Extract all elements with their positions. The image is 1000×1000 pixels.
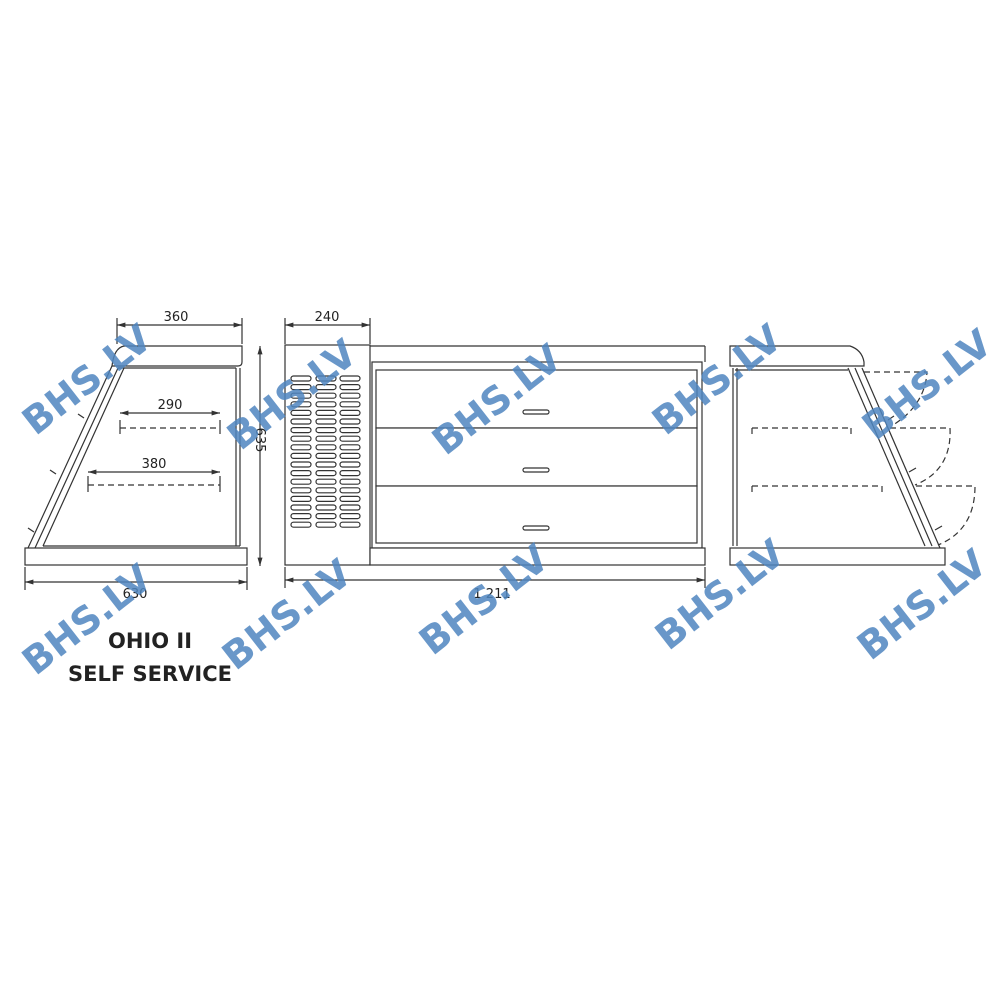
grille-slot — [339, 401, 361, 408]
grille-slot — [339, 487, 361, 494]
grille-slot — [339, 452, 361, 459]
watermark-text: BHS.LV — [214, 551, 361, 679]
grille-slot — [290, 487, 312, 494]
shelf-lower-dimension: 380 — [142, 457, 167, 472]
total-length-dimension: 1 211 — [473, 587, 510, 602]
door-swing-arcs — [864, 371, 976, 546]
grille-slot — [290, 401, 312, 408]
ventilation-grille — [290, 375, 361, 528]
grille-slot — [315, 512, 337, 520]
grille-slot — [339, 461, 361, 468]
right-side-view — [729, 345, 976, 566]
left-side-view: 290 380 360 630 635 — [24, 310, 267, 602]
grille-slot — [315, 392, 337, 399]
grille-slot — [339, 384, 361, 391]
drawer-handle — [522, 409, 550, 415]
grille-slot — [290, 495, 312, 502]
grille-slot — [339, 495, 361, 502]
model-subtitle: SELF SERVICE — [68, 662, 232, 686]
grille-slot — [290, 435, 312, 442]
grille-slot — [315, 384, 337, 391]
grille-slot — [315, 418, 337, 425]
grille-slot — [290, 392, 312, 399]
grille-slot — [339, 512, 361, 520]
grille-slot — [315, 409, 337, 416]
grille-slot — [339, 375, 361, 382]
shelf-upper-dimension: 290 — [158, 398, 183, 413]
grille-slot — [339, 435, 361, 442]
grille-slot — [339, 427, 361, 434]
grille-slot — [339, 470, 361, 477]
grille-slot — [315, 427, 337, 434]
grille-slot — [315, 435, 337, 442]
grille-slot — [290, 461, 312, 468]
grille-slot — [290, 444, 312, 451]
grille-slot — [290, 418, 312, 425]
top-width-dimension: 360 — [164, 310, 189, 325]
grille-slot — [315, 504, 337, 511]
grille-slot — [315, 444, 337, 451]
model-name: OHIO II — [108, 629, 192, 653]
drawer-1 — [375, 369, 698, 429]
grille-slot — [339, 392, 361, 399]
grille-slot — [339, 521, 361, 528]
base-width-dimension: 630 — [123, 587, 148, 602]
front-view: 240 1 211 — [284, 310, 706, 602]
grille-slot — [339, 444, 361, 451]
grille-slot — [339, 418, 361, 425]
grille-slot — [339, 478, 361, 485]
watermark-text: BHS.LV — [854, 321, 1000, 449]
drawer-2 — [375, 427, 698, 487]
grille-slot — [315, 487, 337, 494]
watermark-text: BHS.LV — [14, 316, 161, 444]
grille-slot — [290, 384, 312, 391]
grille-slot — [290, 470, 312, 477]
grille-slot — [290, 409, 312, 416]
grille-slot — [315, 461, 337, 468]
grille-slot — [315, 478, 337, 485]
drawer-handle — [522, 467, 550, 473]
grille-slot — [290, 452, 312, 459]
drawer-handle — [522, 525, 550, 531]
grille-slot — [315, 452, 337, 459]
grille-slot — [315, 401, 337, 408]
grille-slot — [339, 504, 361, 511]
compressor-width-dimension: 240 — [315, 310, 340, 325]
grille-slot — [339, 409, 361, 416]
grille-slot — [290, 521, 312, 528]
grille-slot — [290, 504, 312, 511]
grille-slot — [315, 470, 337, 477]
grille-slot — [290, 375, 312, 382]
grille-slot — [315, 375, 337, 382]
height-dimension: 635 — [252, 428, 267, 453]
grille-slot — [290, 512, 312, 520]
grille-slot — [315, 495, 337, 502]
drawer-3 — [375, 485, 698, 544]
grille-slot — [290, 427, 312, 434]
grille-slot — [290, 478, 312, 485]
grille-slot — [315, 521, 337, 528]
